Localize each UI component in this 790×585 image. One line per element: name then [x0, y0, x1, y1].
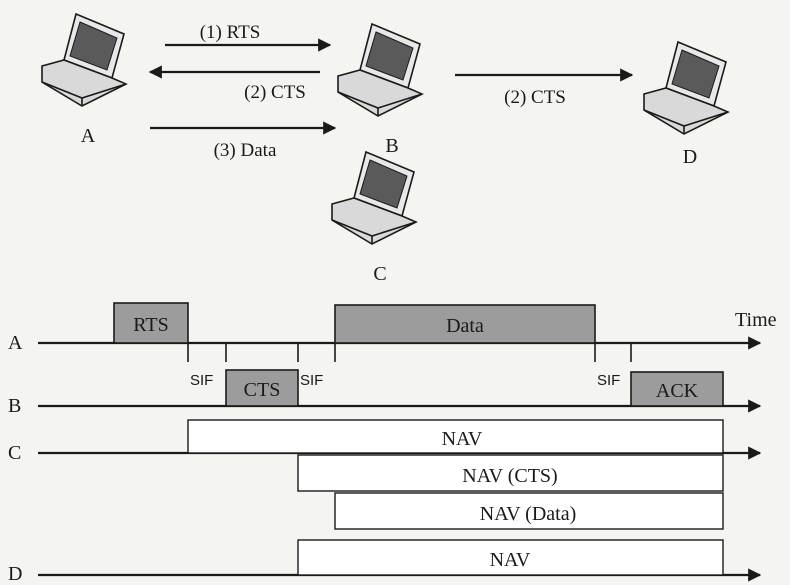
laptop-a-icon [41, 13, 127, 107]
nav-cts-box [297, 454, 724, 492]
sif-label-3: SIF [597, 372, 620, 389]
nav-data-box [334, 492, 724, 530]
nav-cts-label: NAV (CTS) [462, 465, 557, 487]
laptop-b-icon [337, 23, 423, 117]
rts-frame-label: RTS [133, 314, 168, 336]
rts-label: (1) RTS [200, 22, 261, 43]
time-axis-label: Time [735, 309, 777, 331]
nav-d-label: NAV [490, 549, 531, 571]
row-label-c: C [8, 442, 21, 464]
node-label-d: D [683, 146, 697, 168]
ack-frame [630, 371, 724, 407]
row-label-a: A [8, 332, 23, 354]
node-label-b: B [385, 135, 398, 157]
data-frame [334, 304, 596, 344]
cts-frame [225, 369, 299, 407]
node-label-a: A [81, 125, 96, 147]
data-frame-label: Data [446, 315, 484, 337]
cts-label-to-d: (2) CTS [504, 87, 566, 108]
row-label-d: D [8, 563, 22, 585]
laptop-c-icon [331, 151, 417, 245]
cts-frame-label: CTS [244, 379, 281, 401]
data-label: (3) Data [214, 140, 277, 161]
ack-frame-label: ACK [656, 380, 699, 402]
cts-label-to-a: (2) CTS [244, 82, 306, 103]
nav-d-box [297, 539, 724, 576]
node-label-c: C [373, 263, 386, 285]
laptop-d-icon [643, 41, 729, 135]
sif-ticks [187, 343, 632, 362]
nav-c-box [187, 419, 724, 454]
row-label-b: B [8, 395, 21, 417]
nav-data-label: NAV (Data) [480, 503, 576, 525]
rts-frame [113, 302, 189, 344]
sif-label-1: SIF [190, 372, 213, 389]
nav-c-label: NAV [442, 428, 483, 450]
sif-label-2: SIF [300, 372, 323, 389]
